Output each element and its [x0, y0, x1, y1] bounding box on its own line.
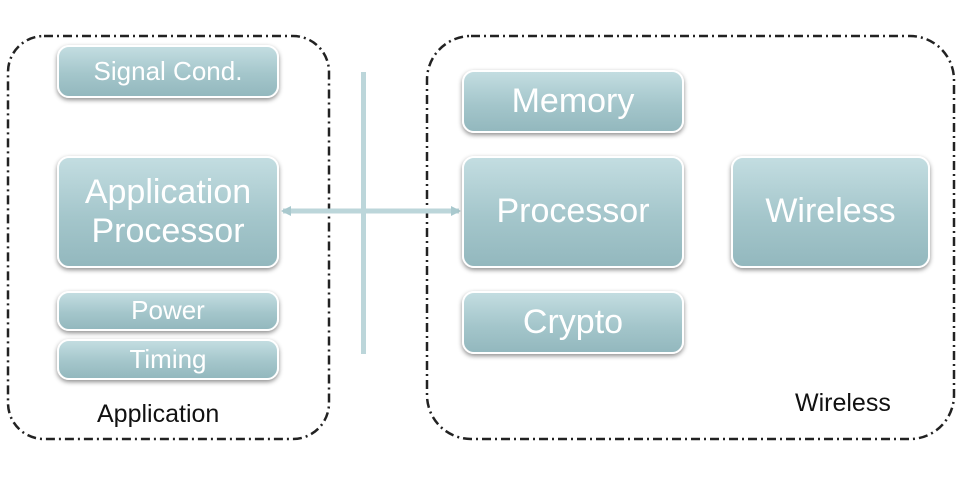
wireless-label: Wireless — [765, 192, 896, 231]
wireless-block: Wireless — [731, 156, 930, 268]
application-group-border — [6, 34, 331, 441]
wireless-group-border — [425, 34, 956, 441]
power-label: Power — [131, 295, 205, 326]
processor-block: Processor — [462, 156, 684, 268]
processor-label: Processor — [496, 192, 650, 231]
crypto-label: Crypto — [522, 302, 624, 341]
application-processor-label-line2: Processor — [91, 212, 245, 250]
crypto-block: Crypto — [462, 291, 684, 354]
memory-label: Memory — [511, 81, 635, 120]
application-group-label: Application — [97, 400, 220, 428]
wireless-group-label: Wireless — [795, 389, 891, 417]
timing-block: Timing — [57, 339, 279, 380]
application-processor-label-line1: Application — [84, 172, 252, 211]
signal-cond-block: Signal Cond. — [57, 45, 279, 98]
memory-block: Memory — [462, 70, 684, 133]
timing-label: Timing — [129, 343, 207, 374]
application-processor-block: Application Processor — [57, 156, 279, 268]
power-block: Power — [57, 291, 279, 331]
signal-cond-label: Signal Cond. — [93, 55, 243, 86]
